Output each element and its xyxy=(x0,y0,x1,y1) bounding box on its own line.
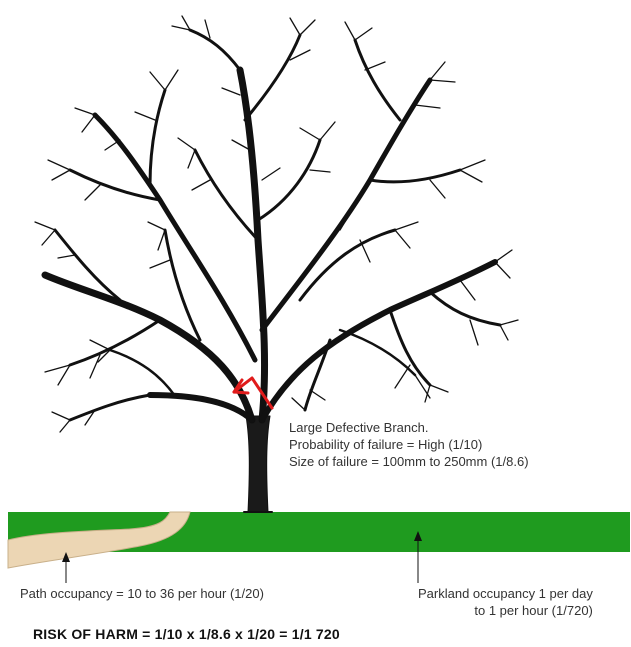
defective-branch-note: Large Defective Branch. Probability of f… xyxy=(289,419,529,470)
branch-note-size: Size of failure = 100mm to 250mm (1/8.6) xyxy=(289,453,529,470)
parkland-occupancy-label: Parkland occupancy 1 per day to 1 per ho… xyxy=(418,585,593,619)
parkland-label-line1: Parkland occupancy 1 per day xyxy=(418,585,593,602)
path-occupancy-label: Path occupancy = 10 to 36 per hour (1/20… xyxy=(20,585,264,602)
branch-note-title: Large Defective Branch. xyxy=(289,419,529,436)
risk-formula: RISK OF HARM = 1/10 x 1/8.6 x 1/20 = 1/1… xyxy=(33,626,340,642)
branch-note-probability: Probability of failure = High (1/10) xyxy=(289,436,529,453)
parkland-label-line2: to 1 per hour (1/720) xyxy=(418,602,593,619)
parkland-pointer xyxy=(414,531,422,583)
